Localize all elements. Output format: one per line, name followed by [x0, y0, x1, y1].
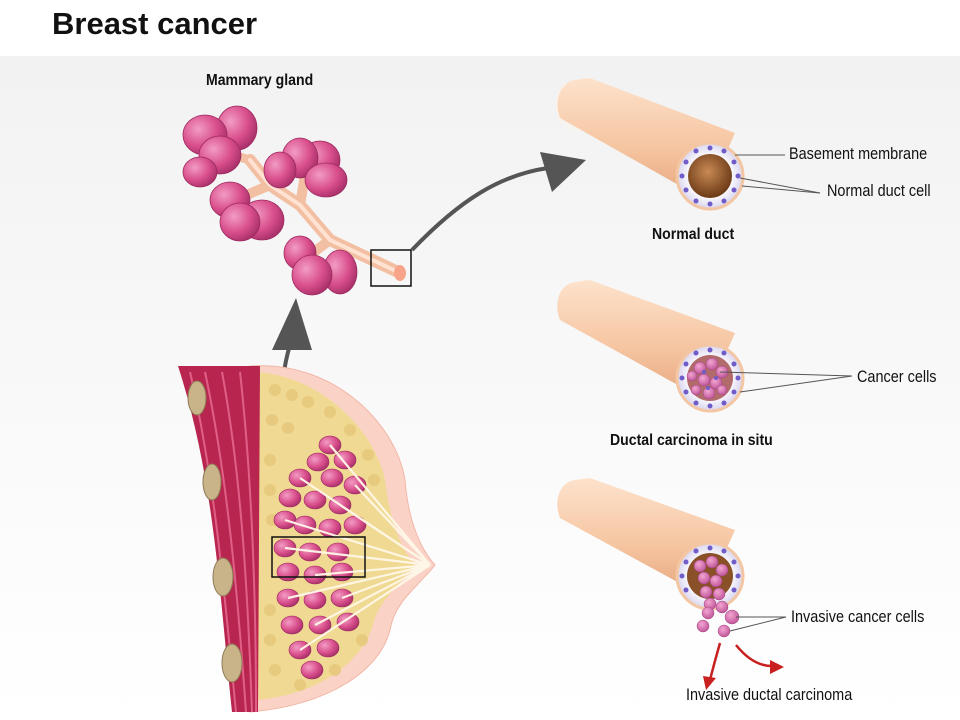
normal-duct-illustration: [555, 78, 821, 211]
invasive-ductal-carcinoma-label: Invasive ductal carcinoma: [686, 685, 853, 704]
zoom-arrow-head: [540, 152, 586, 192]
normal-duct-label: Normal duct: [652, 226, 735, 243]
up-arrow-head: [272, 298, 312, 350]
invasive-cancer-cells-label: Invasive cancer cells: [791, 607, 925, 626]
cancer-cells-label: Cancer cells: [857, 367, 937, 386]
basement-membrane-label: Basement membrane: [789, 144, 928, 163]
breast-cross-section: [178, 365, 436, 713]
mammary-gland-illustration: [182, 105, 412, 296]
zoom-arrow: [410, 166, 549, 252]
dcis-label: Ductal carcinoma in situ: [610, 432, 773, 449]
title-bar: Breast cancer: [0, 0, 960, 56]
dcis-duct-illustration: [557, 280, 853, 413]
mammary-gland-label: Mammary gland: [206, 72, 314, 89]
normal-duct-cell-label: Normal duct cell: [827, 181, 931, 200]
invasive-duct-illustration: [557, 478, 787, 690]
page-title: Breast cancer: [52, 6, 258, 41]
